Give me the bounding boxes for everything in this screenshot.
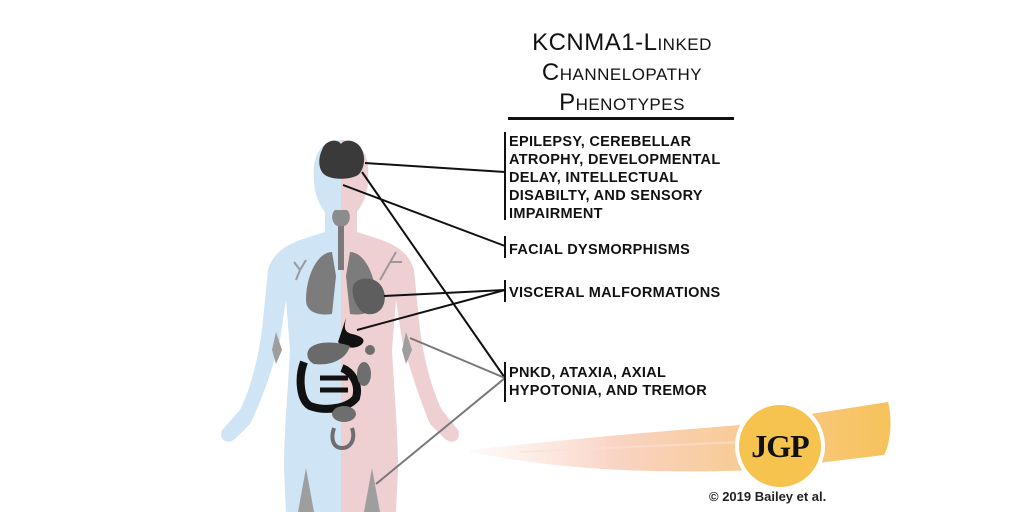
phenotype-line: ATROPHY, DEVELOPMENTAL — [509, 152, 721, 168]
leg-muscle-left-icon — [298, 468, 314, 512]
bracket-visceral — [504, 280, 506, 302]
title-line-1: KCNMA1-Linked — [532, 29, 712, 56]
thyroid-icon — [332, 210, 350, 226]
kidney-icon — [357, 362, 371, 386]
phenotype-line: HYPOTONIA, AND TREMOR — [509, 383, 708, 399]
phenotype-line: PNKD, ATAXIA, AXIAL — [509, 365, 667, 381]
phenotype-neuro: EPILEPSY, CEREBELLAR ATROPHY, DEVELOPMEN… — [509, 133, 721, 223]
connector-lines — [342, 162, 506, 485]
phenotype-movement: PNKD, ATAXIA, AXIAL HYPOTONIA, AND TREMO… — [509, 364, 707, 400]
stomach-icon — [338, 318, 364, 348]
bladder-icon — [332, 406, 356, 422]
bracket-movement — [504, 362, 506, 402]
organs — [272, 140, 412, 512]
human-silhouette — [221, 140, 459, 512]
left-lung-icon — [306, 252, 336, 315]
jgp-logo: JGP — [735, 401, 825, 491]
copyright-notice: © 2019 Bailey et al. — [709, 489, 827, 504]
title-underline — [508, 117, 734, 120]
reproductive-icon — [330, 427, 356, 451]
spleen-icon — [365, 345, 375, 355]
title-line-3: Phenotypes — [559, 89, 685, 116]
trachea-icon — [338, 226, 344, 270]
jgp-logo-text: JGP — [751, 427, 809, 464]
arm-muscle-right-icon — [402, 332, 412, 364]
liver-icon — [307, 342, 350, 365]
brush-stroke — [470, 402, 891, 472]
bracket-neuro — [504, 132, 506, 220]
brain-icon — [319, 140, 365, 179]
phenotype-visceral: VISCERAL MALFORMATIONS — [509, 284, 720, 302]
phenotype-line: FACIAL DYSMORPHISMS — [509, 242, 691, 258]
phenotype-line: VISCERAL MALFORMATIONS — [509, 285, 721, 301]
phenotype-line: IMPAIRMENT — [509, 206, 603, 222]
title-line-2: Channelopathy — [541, 59, 703, 86]
bracket-facial — [504, 236, 506, 258]
intestine-icon — [296, 360, 361, 413]
arm-muscle-left-icon — [272, 332, 282, 364]
phenotype-facial: FACIAL DYSMORPHISMS — [509, 241, 690, 259]
phenotype-line: DELAY, INTELLECTUAL — [509, 170, 679, 186]
phenotype-line: EPILEPSY, CEREBELLAR — [509, 134, 692, 150]
phenotype-line: DISABILTY, AND SENSORY — [509, 188, 703, 204]
heart-icon — [352, 278, 385, 315]
leg-muscle-right-icon — [364, 468, 380, 512]
bronchi-icon — [293, 251, 402, 281]
figure-title: KCNMA1-Linked Channelopathy Phenotypes — [506, 28, 738, 118]
